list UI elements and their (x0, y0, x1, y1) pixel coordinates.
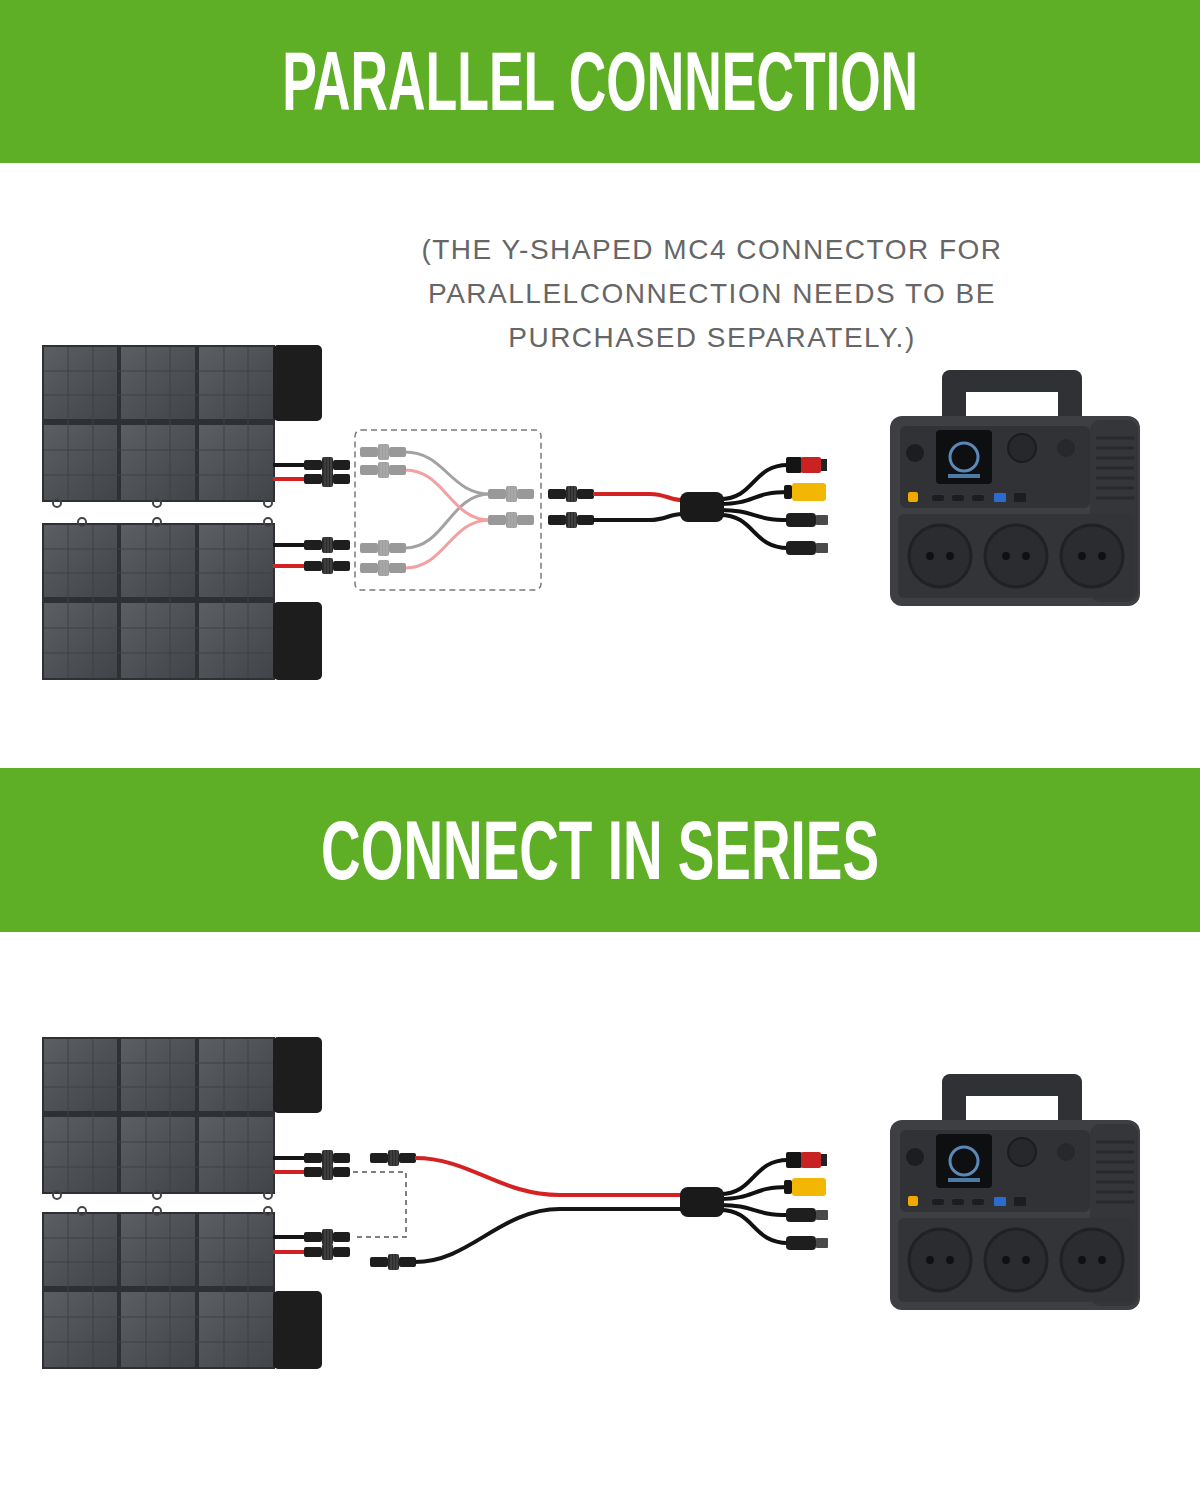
cable (593, 514, 682, 520)
mc4-connector (360, 540, 406, 556)
cable (273, 543, 306, 547)
series-link (353, 1172, 406, 1237)
mc4-connector (304, 558, 350, 574)
output-splitter (680, 457, 828, 555)
mc4-connector (548, 486, 594, 502)
cable (273, 477, 306, 481)
mc4-connector (488, 512, 534, 528)
mc4-connector (370, 1254, 416, 1270)
y-connector (360, 444, 534, 576)
mc4-connector (488, 486, 534, 502)
cable (593, 494, 682, 500)
cable (415, 1209, 682, 1262)
power-station (890, 370, 1140, 606)
mc4-connector (360, 444, 406, 460)
power-station (890, 1074, 1140, 1310)
mc4-connector (548, 512, 594, 528)
mc4-connector (360, 560, 406, 576)
mc4-connector (360, 462, 406, 478)
mc4-connector (304, 537, 350, 553)
solar-panel (42, 518, 322, 680)
cable (273, 1156, 306, 1160)
heading-text: PARALLEL CONNECTION (282, 0, 918, 163)
mc4-connector (304, 1150, 350, 1166)
output-splitter (680, 1152, 828, 1250)
solar-panel (42, 1037, 322, 1199)
cable (415, 1158, 682, 1195)
solar-panel (42, 1207, 322, 1369)
cable (273, 1250, 306, 1254)
note-text: (THE Y-SHAPED MC4 CONNECTOR FOR PARALLEL… (362, 228, 1062, 360)
cable (273, 1170, 306, 1174)
y-wire (405, 470, 490, 520)
heading-band: PARALLEL CONNECTION (0, 0, 1200, 163)
heading-text: CONNECT IN SERIES (321, 768, 879, 932)
cable (273, 564, 306, 568)
heading-band: CONNECT IN SERIES (0, 768, 1200, 932)
solar-panel (42, 345, 322, 507)
mc4-connector (304, 1164, 350, 1180)
y-wire (405, 520, 490, 568)
cable (273, 463, 306, 467)
mc4-connector (304, 457, 350, 473)
mc4-connector (304, 1229, 350, 1245)
cable (273, 1235, 306, 1239)
mc4-connector (370, 1150, 416, 1166)
mc4-connector (304, 471, 350, 487)
mc4-connector (304, 1244, 350, 1260)
optional-box (355, 430, 541, 590)
